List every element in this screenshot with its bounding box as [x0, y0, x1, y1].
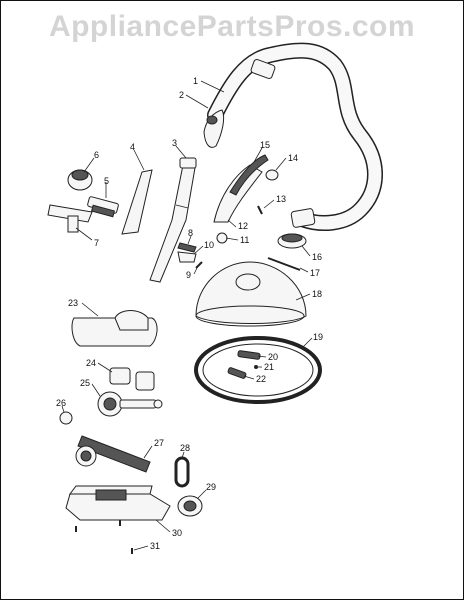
part-5-small-brush[interactable]: [87, 196, 119, 218]
part-14-button[interactable]: [265, 169, 279, 181]
callout-28: 28: [180, 443, 190, 453]
part-20-bracket[interactable]: [237, 350, 261, 360]
part-27-brush-roll[interactable]: [75, 435, 151, 473]
callout-17: 17: [310, 268, 320, 278]
callout-1: 1: [193, 76, 198, 86]
part-10-latch[interactable]: [177, 251, 197, 263]
callout-18: 18: [312, 289, 322, 299]
callout-20: 20: [268, 352, 278, 362]
part-3-wand[interactable]: [149, 157, 197, 283]
callout-22: 22: [256, 374, 266, 384]
leader-lines: [61, 80, 313, 551]
callout-21: 21: [264, 362, 274, 372]
part-1-hose[interactable]: [207, 42, 383, 231]
part-9-screw[interactable]: [195, 261, 203, 269]
part-7-upholstery-tool[interactable]: [47, 204, 93, 233]
callout-24: 24: [86, 358, 96, 368]
part-6-dusting-brush[interactable]: [67, 169, 93, 191]
callout-3: 3: [172, 138, 177, 148]
part-26-end-cap[interactable]: [59, 411, 73, 425]
callout-10: 10: [204, 240, 214, 250]
callout-2: 2: [179, 90, 184, 100]
callout-9: 9: [186, 270, 191, 280]
part-19-gasket-ring[interactable]: [194, 336, 322, 404]
callout-23: 23: [68, 298, 78, 308]
part-12-handle-cover[interactable]: [213, 164, 263, 223]
callout-5: 5: [104, 176, 109, 186]
part-8-clip[interactable]: [177, 242, 197, 253]
callout-25: 25: [80, 378, 90, 388]
part-21-screw[interactable]: [254, 365, 258, 369]
callout-19: 19: [313, 332, 323, 342]
part-18-dome[interactable]: [195, 261, 307, 327]
callout-12: 12: [238, 221, 248, 231]
callout-27: 27: [154, 438, 164, 448]
watermark: AppliancePartsPros.com: [48, 10, 416, 43]
part-30-base[interactable]: [65, 485, 171, 521]
callout-30: 30: [172, 528, 182, 538]
callout-8: 8: [188, 228, 193, 238]
callout-13: 13: [276, 194, 286, 204]
callout-7: 7: [94, 238, 99, 248]
callout-31: 31: [150, 541, 160, 551]
part-31-screws[interactable]: [75, 520, 133, 554]
part-16-hose-connector[interactable]: [277, 233, 307, 249]
callout-11: 11: [240, 235, 249, 245]
part-4-crevice-tool[interactable]: [121, 169, 153, 235]
part-24-bearing-housing[interactable]: [109, 367, 155, 391]
part-11-spring[interactable]: [216, 232, 228, 244]
part-25-agitator-gear[interactable]: [97, 391, 163, 417]
part-15-trim[interactable]: [229, 154, 269, 196]
part-29-wheel[interactable]: [177, 495, 203, 517]
callout-16: 16: [312, 252, 322, 262]
callout-4: 4: [130, 142, 135, 152]
part-17-rod[interactable]: [267, 257, 301, 271]
callout-15: 15: [260, 140, 270, 150]
part-2-handle[interactable]: [203, 109, 225, 148]
callout-26: 26: [56, 398, 66, 408]
part-13-screw[interactable]: [257, 205, 263, 215]
callout-29: 29: [206, 482, 216, 492]
part-23-powerhead-cover[interactable]: [71, 310, 158, 347]
callout-6: 6: [94, 150, 99, 160]
callout-14: 14: [288, 153, 298, 163]
part-28-belt[interactable]: [174, 456, 190, 488]
part-22-clip[interactable]: [227, 367, 247, 379]
callout-labels: 1 2 3 4 5 6 7 8 9 10 11 12 13 14 15 16 1…: [56, 76, 323, 551]
